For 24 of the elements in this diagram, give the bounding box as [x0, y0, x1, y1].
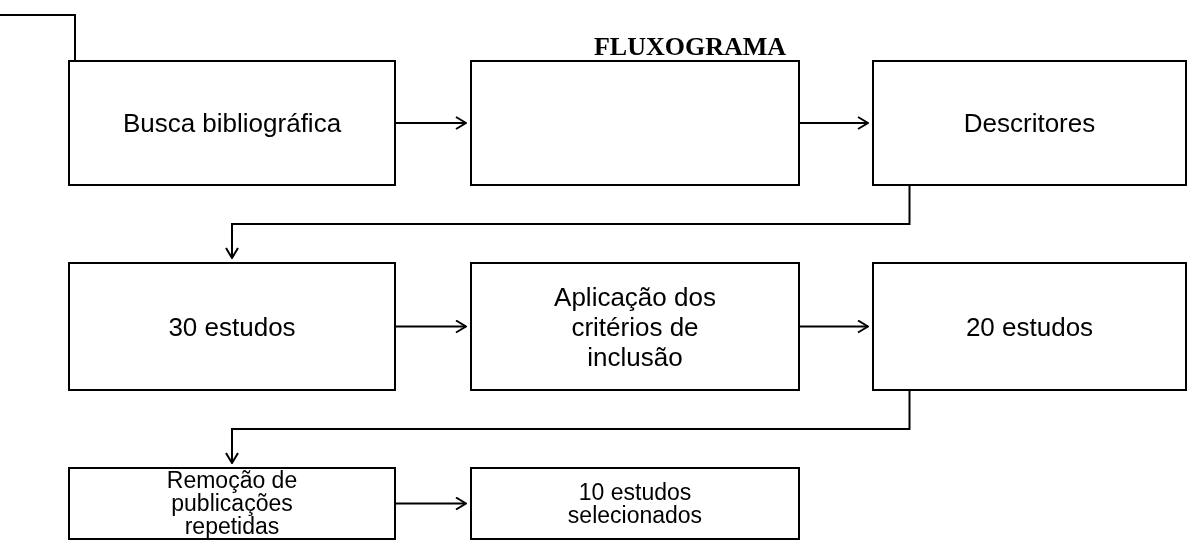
- process-box: [470, 467, 800, 540]
- connector-line: [0, 14, 76, 61]
- process-box: [68, 60, 396, 186]
- box-label: Remoção de publicações repetidas: [165, 469, 299, 538]
- box-label: Busca bibliográfica: [122, 108, 342, 138]
- arrow: [225, 185, 911, 259]
- box-label: 20 estudos: [965, 311, 1094, 342]
- arrow: [395, 116, 467, 130]
- box-label: 30 estudos: [168, 311, 296, 342]
- arrow: [395, 319, 467, 334]
- process-box: [68, 467, 396, 540]
- box-label: Aplicação dos critérios de inclusão: [553, 281, 717, 372]
- arrow: [799, 319, 869, 334]
- process-box: [872, 262, 1187, 391]
- box-label: 10 estudos selecionados: [566, 480, 704, 527]
- process-box: [470, 262, 800, 391]
- diagram-title: FLUXOGRAMA: [592, 31, 788, 63]
- box-label: Descritores: [963, 108, 1096, 138]
- process-box: [68, 262, 396, 391]
- process-box: [872, 60, 1187, 186]
- arrow: [395, 496, 467, 511]
- process-box: [470, 60, 800, 186]
- arrow: [225, 390, 911, 464]
- arrow: [799, 116, 869, 130]
